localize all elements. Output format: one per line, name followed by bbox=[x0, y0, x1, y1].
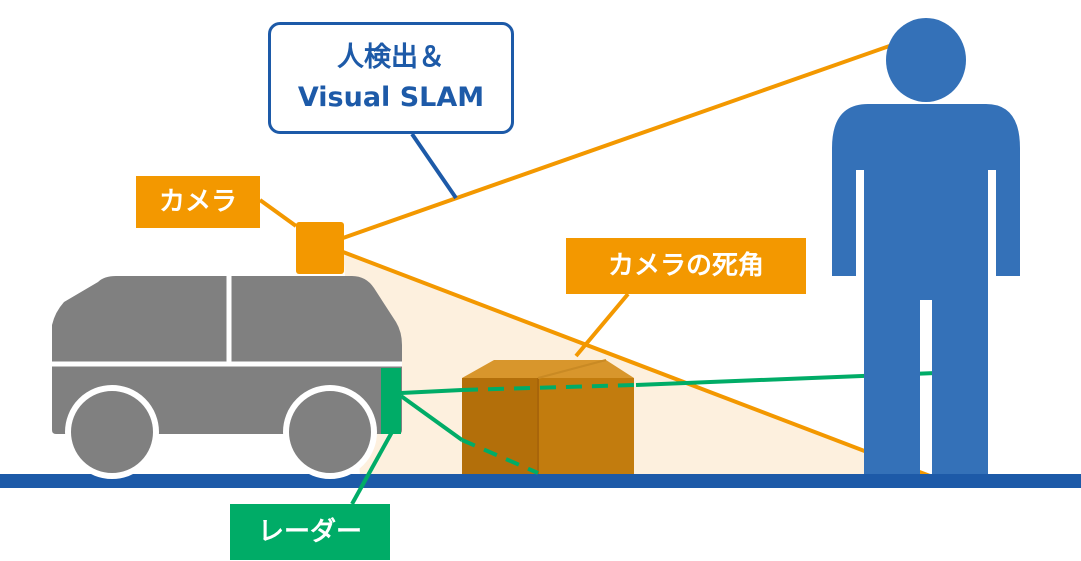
radar-beam-lower-dashed bbox=[461, 438, 539, 475]
ground-line bbox=[0, 474, 1081, 488]
leader-line-camera bbox=[258, 198, 298, 228]
radar-beam-lower-solid bbox=[399, 394, 464, 442]
label-camera: カメラ bbox=[136, 176, 260, 228]
person-figure bbox=[832, 18, 1020, 474]
radar-beam-upper-dashed bbox=[461, 383, 637, 392]
camera-view-line-upper bbox=[342, 28, 936, 240]
label-radar: レーダー bbox=[230, 504, 390, 560]
radar-beam-upper-solid bbox=[400, 388, 463, 395]
leader-line-blind-spot bbox=[574, 292, 630, 358]
camera-view-line-lower bbox=[342, 250, 931, 478]
box-obstacle bbox=[462, 359, 634, 474]
vehicle bbox=[52, 276, 402, 479]
vehicle-rear-wheel bbox=[65, 385, 159, 479]
label-camera-blind-spot: カメラの死角 bbox=[566, 238, 806, 294]
vehicle-front-wheel bbox=[283, 385, 377, 479]
camera-device bbox=[296, 222, 344, 274]
label-person-detection-slam: 人検出＆ Visual SLAM bbox=[268, 22, 514, 134]
box-front bbox=[462, 378, 538, 474]
leader-line-detection bbox=[410, 132, 458, 200]
box-side bbox=[538, 378, 634, 474]
leader-line-radar bbox=[350, 431, 394, 505]
label-detection-line1: 人検出＆ bbox=[337, 42, 445, 73]
person-head bbox=[886, 18, 966, 102]
radar-device bbox=[381, 368, 401, 434]
person-body bbox=[832, 104, 1020, 474]
label-detection-line2: Visual SLAM bbox=[297, 82, 485, 113]
